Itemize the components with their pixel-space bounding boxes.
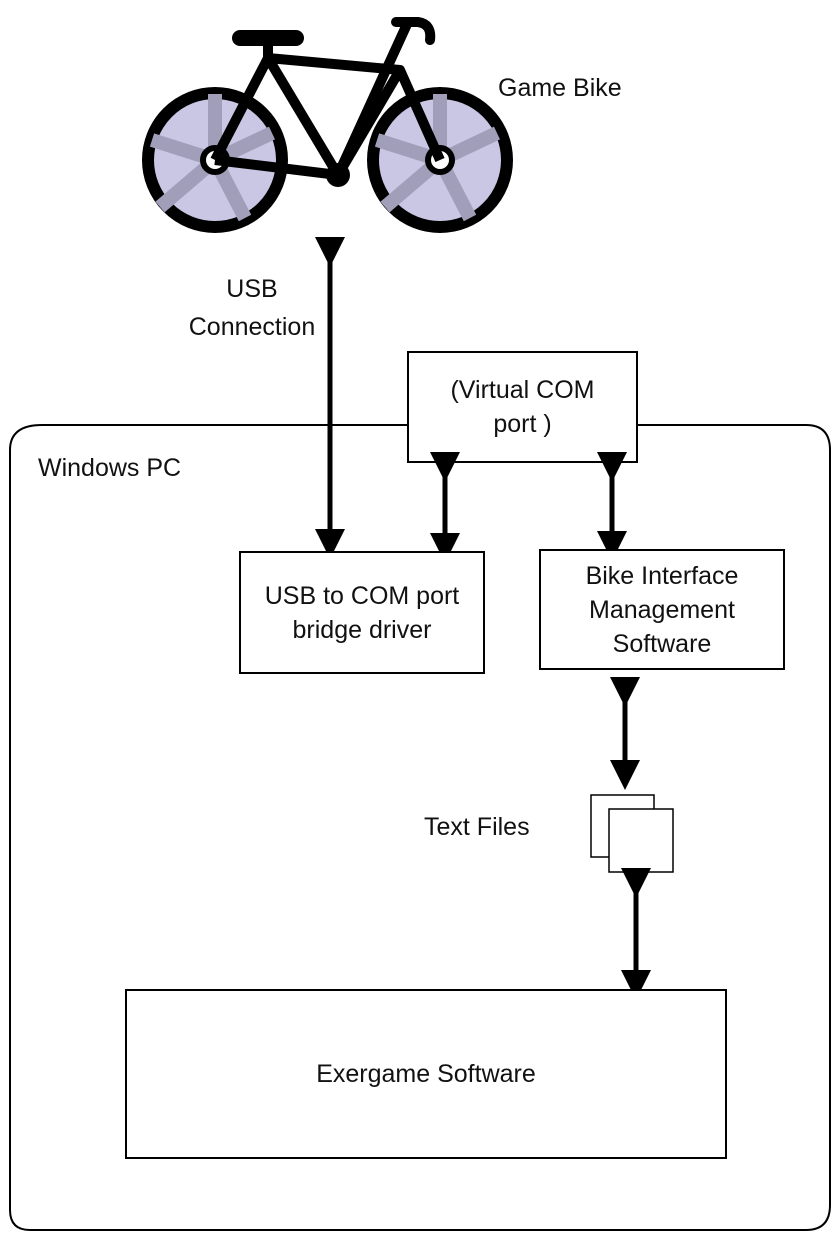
driver-label: USB to COM port bridge driver	[264, 581, 460, 644]
text-files-label: Text Files	[424, 813, 530, 841]
virtual-com-label: (Virtual COM port )	[450, 376, 595, 438]
exergame-label: Exergame Software	[316, 1060, 536, 1088]
windows-pc-label: Windows PC	[38, 454, 182, 482]
exergame-software-frame	[125, 989, 727, 1159]
virtual-com-box	[407, 351, 638, 463]
exergame-frame	[126, 743, 726, 744]
usb-label-line1: USB	[226, 275, 278, 303]
game-bike-label: Game Bike	[498, 74, 622, 102]
text-files-icon	[590, 794, 674, 873]
driver-box	[239, 551, 485, 674]
bicycle-icon	[142, 17, 513, 233]
bims-box	[539, 549, 785, 670]
usb-label-line2: Connection	[188, 313, 316, 341]
bims-label: Bike Interface Management Software	[585, 561, 739, 658]
windows-pc-container	[9, 424, 831, 1231]
